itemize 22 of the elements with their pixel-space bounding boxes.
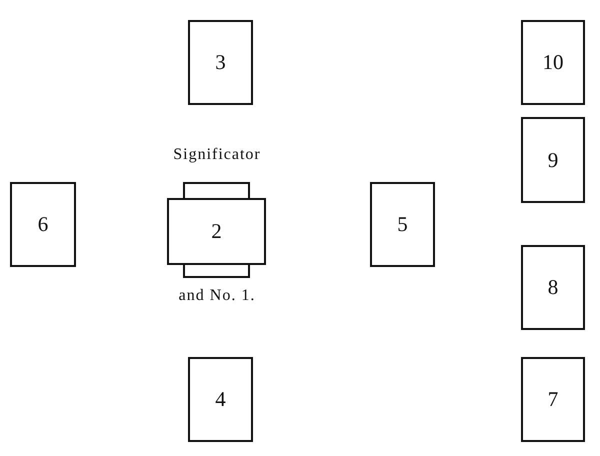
card-edge [183, 182, 250, 198]
card-box [370, 182, 435, 267]
card-number: 9 [548, 148, 558, 172]
card-box [521, 245, 585, 330]
card-box [521, 117, 585, 203]
card-box [167, 198, 266, 265]
card-caption: and No. 1. [178, 287, 256, 305]
card-box [521, 20, 585, 105]
card-number: 2 [211, 219, 222, 244]
card-number: 5 [397, 212, 408, 237]
card-number: 10 [542, 50, 564, 75]
card-number: 6 [38, 212, 48, 237]
card-caption: Significator [172, 146, 262, 164]
card-number: 4 [215, 387, 226, 412]
card-number: 3 [215, 50, 226, 75]
card-number: 7 [548, 387, 558, 412]
card-box [188, 357, 253, 442]
card-box [188, 20, 253, 105]
card-box [10, 182, 76, 267]
card-edge [183, 265, 250, 278]
card-number: 8 [548, 275, 558, 300]
card-box [521, 357, 585, 442]
